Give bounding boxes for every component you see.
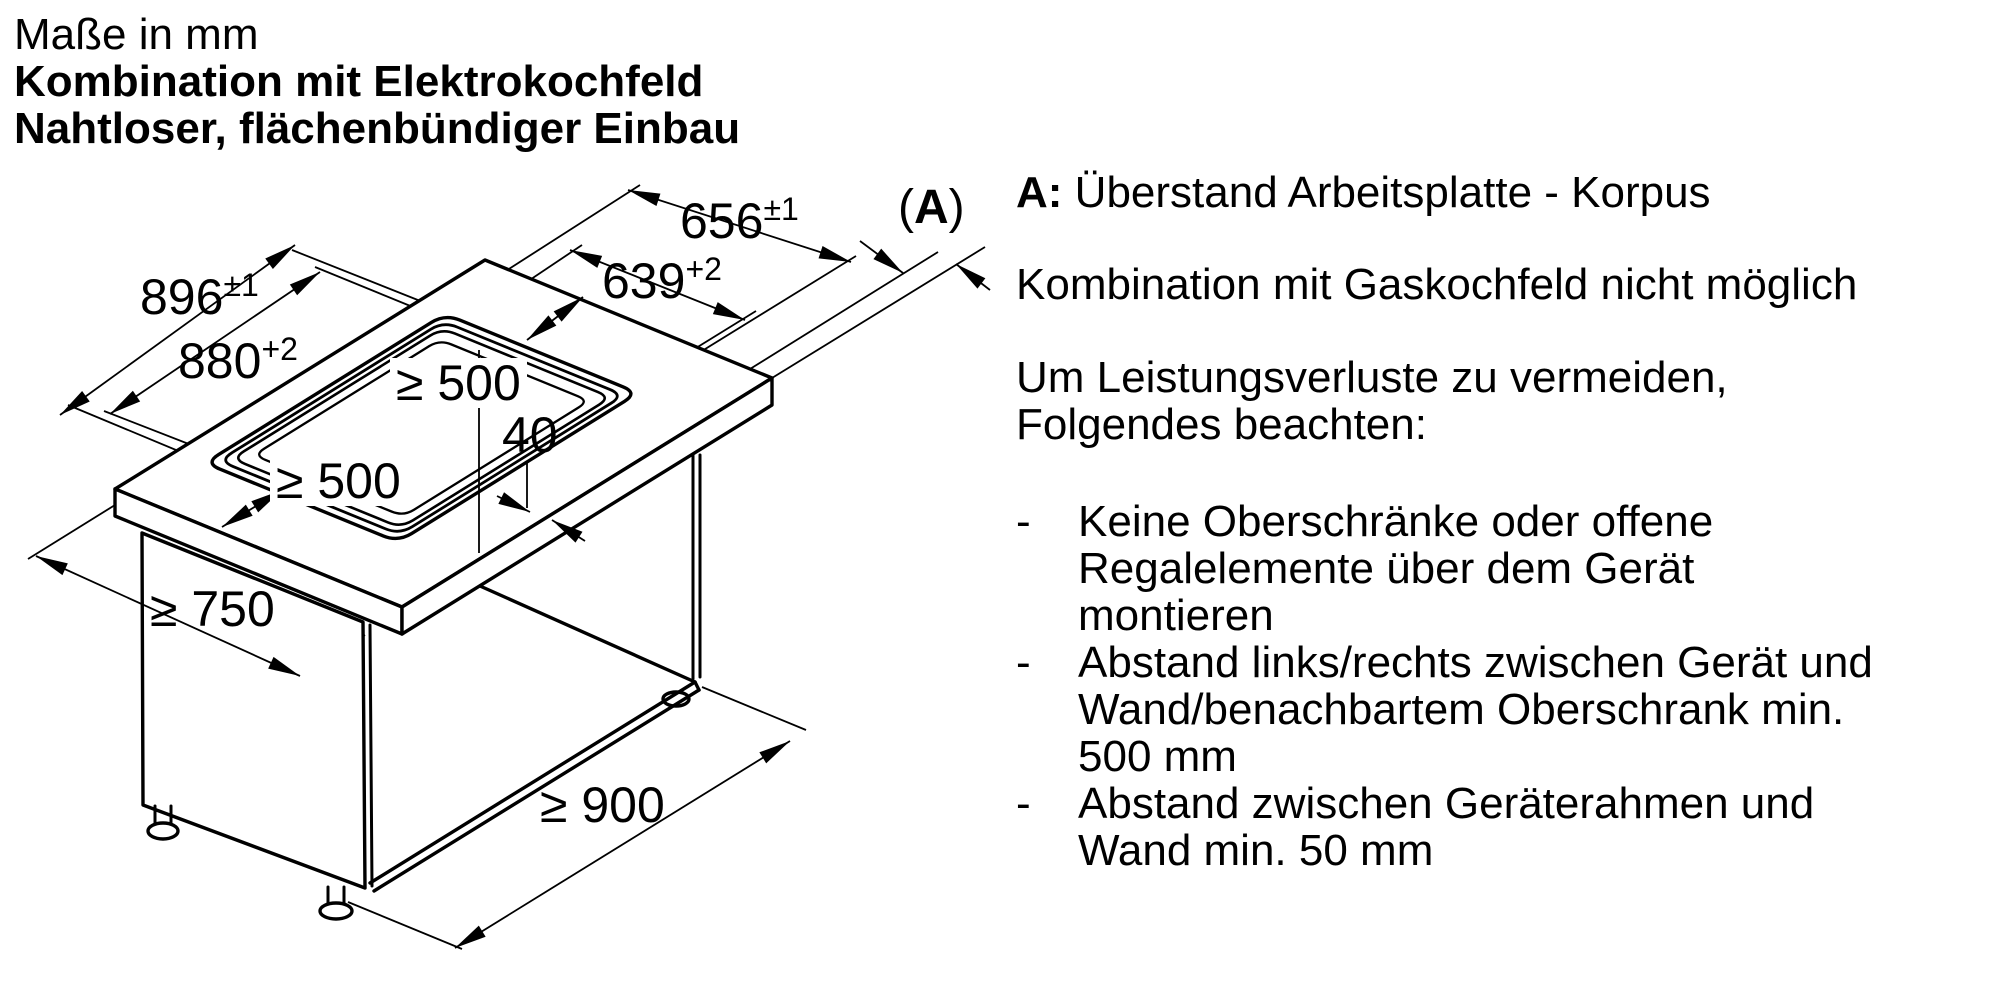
dim-880: 880+2 bbox=[178, 331, 298, 389]
bullet-dash: - bbox=[1016, 638, 1031, 687]
dim-500-left: ≥ 500 bbox=[270, 456, 407, 506]
page-header: Maße in mm Kombination mit Elektrokochfe… bbox=[14, 11, 740, 152]
dim-896: 896±1 bbox=[140, 267, 259, 325]
dim-639: 639+2 bbox=[602, 251, 722, 309]
overhang-label: (A) bbox=[898, 181, 965, 234]
dim-40: 40 bbox=[502, 407, 558, 463]
cabinet-foot-front bbox=[318, 901, 354, 921]
bullet-dash: - bbox=[1016, 497, 1031, 546]
dim-656: 656±1 bbox=[680, 191, 799, 249]
cooktop-frame bbox=[210, 315, 633, 541]
legend-text: Überstand Arbeitsplatte - Korpus bbox=[1062, 168, 1711, 217]
dimension-lines bbox=[35, 189, 991, 949]
bullet-dash: - bbox=[1016, 779, 1031, 828]
list-item: - Abstand links/rechts zwischen Gerät un… bbox=[1016, 638, 1873, 781]
performance-note: Um Leistungsverluste zu vermeiden, Folge… bbox=[1016, 353, 1728, 449]
legend-line: A: Überstand Arbeitsplatte - Korpus bbox=[1016, 169, 1711, 216]
dim-500-top: ≥ 500 bbox=[390, 358, 527, 408]
title-installation-type: Nahtloser, flächenbündiger Einbau bbox=[14, 104, 741, 153]
legend-key: A: bbox=[1016, 168, 1063, 217]
gas-note: Kombination mit Gaskochfeld nicht möglic… bbox=[1016, 260, 1858, 309]
dim-900: ≥ 900 bbox=[540, 777, 665, 833]
cabinet-foot-left bbox=[146, 821, 180, 841]
units-note: Maße in mm bbox=[14, 10, 259, 59]
dim-750: ≥ 750 bbox=[150, 581, 275, 637]
title-combination: Kombination mit Elektrokochfeld bbox=[14, 57, 704, 106]
